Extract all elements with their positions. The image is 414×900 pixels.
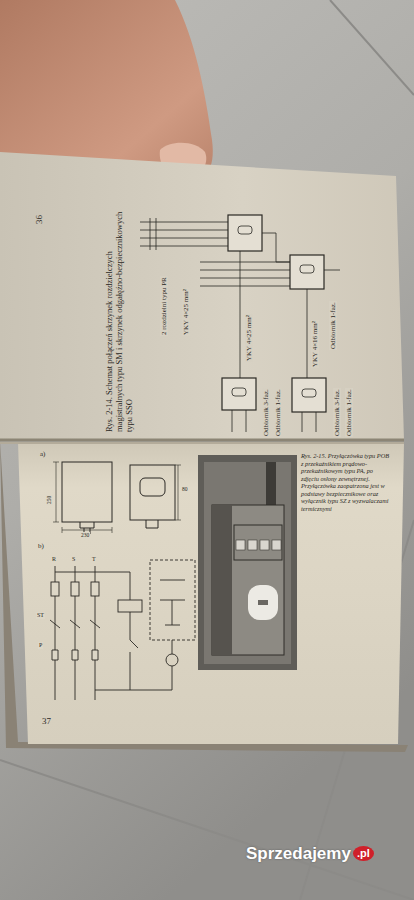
drawing-path — [0, 439, 404, 442]
drawing-path — [240, 251, 241, 378]
drawing-g — [140, 218, 340, 432]
drawing-rect — [222, 378, 256, 410]
drawing-path — [0, 440, 408, 752]
watermark: Sprzedajemy — [246, 844, 351, 864]
drawing-rect — [62, 462, 112, 522]
drawing-rect — [300, 265, 314, 273]
drawing-path — [302, 412, 316, 432]
drawing-path — [160, 580, 185, 625]
drawing-path — [52, 650, 98, 660]
phase-name: T — [92, 556, 96, 563]
drawing-rect — [212, 505, 232, 655]
drawing-path — [53, 462, 59, 522]
drawing-g — [222, 215, 326, 412]
phase-name: S — [72, 556, 75, 563]
load-label: Odbiornik 3-faz. — [262, 388, 270, 437]
drawing-rect — [118, 600, 142, 612]
drawing-path — [324, 270, 340, 271]
drawing-path — [50, 620, 100, 628]
load-label: Odbiornik 3-faz. — [333, 388, 341, 437]
figure-caption: Rys. 2-14. Schemat połączeń skrzynek roz… — [104, 207, 135, 432]
drawing-polygon — [0, 152, 404, 440]
drawing-path — [0, 442, 404, 444]
drawing-rect — [272, 540, 281, 550]
drawing-path — [95, 612, 138, 690]
drawing-rect — [71, 582, 79, 596]
page-number: 36 — [34, 215, 45, 224]
drawing-path — [307, 289, 308, 378]
drawing-g — [50, 560, 195, 700]
watermark: .pl — [353, 846, 374, 861]
drawing-rect — [212, 505, 284, 655]
drawing-rect — [228, 215, 262, 251]
load-label: Odbiornik 1-faz. — [274, 388, 282, 437]
drawing-rect — [130, 465, 175, 520]
drawing-path — [55, 566, 95, 700]
drawing-rect — [260, 540, 269, 550]
drawing-rect — [302, 389, 316, 397]
drawing-rect — [266, 462, 276, 507]
drawing-rect — [198, 455, 297, 670]
cable-spec: YKY 4×16 mm² — [311, 320, 319, 368]
drawing-path — [262, 233, 290, 262]
drawing-rect — [150, 560, 195, 640]
drawing-rect — [248, 540, 257, 550]
drawing-path — [232, 410, 246, 432]
phase-name: R — [52, 556, 56, 563]
drawing-rect — [238, 226, 252, 234]
drawing-path — [130, 640, 172, 690]
wire-note: 2 rozdzielni typu PR — [160, 276, 168, 336]
drawing-path — [140, 222, 228, 246]
load-label: Odbiornik 1-faz. — [345, 388, 353, 437]
dimension: 250 — [46, 495, 53, 505]
subfigure-letter: b) — [38, 542, 44, 550]
drawing-rect — [232, 388, 246, 396]
load-label: Odbiornik 1-faz. — [329, 301, 337, 350]
drawing-path — [55, 572, 130, 600]
cable-spec: YKY 4×25 mm² — [182, 288, 190, 336]
drawing-rect — [236, 540, 245, 550]
drawing-path — [146, 520, 158, 528]
drawing-rect — [91, 582, 99, 596]
drawing-path — [150, 218, 156, 250]
figure-caption: Rys. 2-15. Przyłączówka typu POB z przek… — [301, 452, 391, 512]
drawing-rect — [234, 525, 282, 560]
dimension: 230 — [80, 532, 90, 539]
drawing-rect — [290, 255, 324, 289]
drawing-polygon — [18, 442, 404, 744]
dimension: 80 — [182, 486, 188, 493]
subfigure-letter: a) — [40, 450, 45, 458]
drawing-path — [200, 262, 290, 286]
drawing-rect — [292, 378, 326, 412]
drawing-g — [232, 226, 316, 397]
component-mark: ST — [36, 612, 45, 619]
drawing-rect — [258, 600, 268, 605]
drawing-rect — [51, 582, 59, 596]
cable-spec: YKY 4×25 mm² — [245, 314, 253, 362]
drawing-rect — [140, 478, 165, 496]
component-mark: P — [38, 642, 43, 649]
drawing-path — [175, 465, 181, 520]
drawing-g — [236, 540, 281, 550]
drawing-rect — [248, 585, 278, 620]
drawing-g — [53, 462, 181, 534]
drawing-rect — [204, 462, 291, 664]
drawing-circle — [166, 654, 178, 666]
page-number: 37 — [42, 716, 51, 727]
